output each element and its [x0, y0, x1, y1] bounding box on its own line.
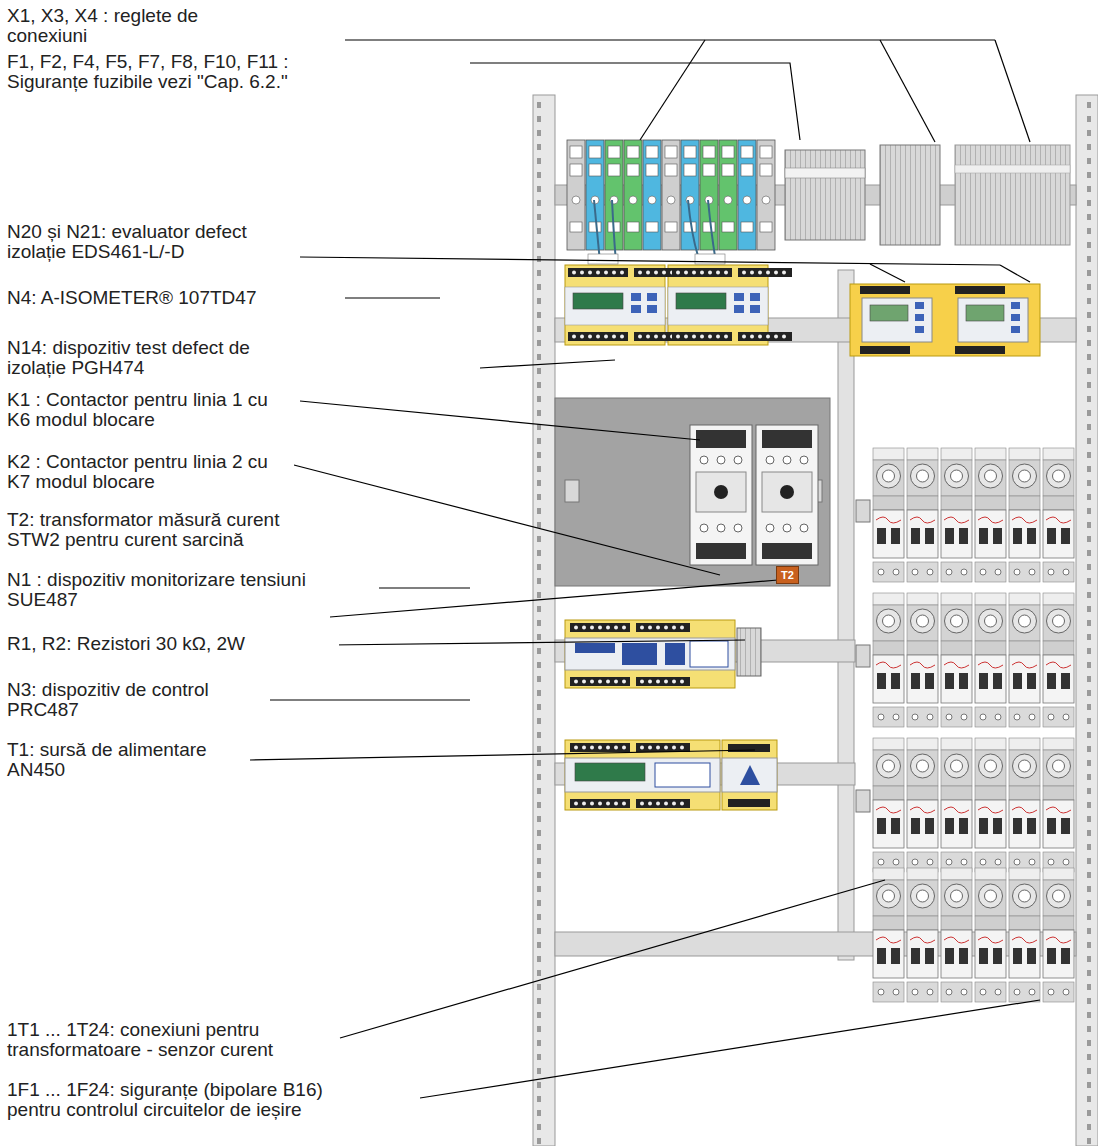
callout-label: N4: A-ISOMETER® 107TD47 — [5, 288, 339, 308]
callout-label: X1, X3, X4 : reglete de conexiuni — [5, 6, 204, 46]
callout-label: T2: transformator măsură curent STW2 pen… — [5, 510, 329, 550]
callout-label: R1, R2: Rezistori 30 kΩ, 2W — [5, 634, 339, 654]
callout-label: N3: dispozitiv de control PRC487 — [5, 680, 254, 720]
callout-label: K1 : Contactor pentru linia 1 cu K6 modu… — [5, 390, 294, 430]
callout-label: K2 : Contactor pentru linia 2 cu K7 modu… — [5, 452, 294, 492]
callout-label: F1, F2, F4, F5, F7, F8, F10, F11 : Sigur… — [5, 52, 364, 92]
callout-label: 1T1 ... 1T24: conexiuni pentru transform… — [5, 1020, 319, 1060]
callout-label: N14: dispozitiv test defect de izolație … — [5, 338, 309, 378]
callout-label: 1F1 ... 1F24: siguranțe (bipolare B16) p… — [5, 1080, 379, 1120]
callout-label: N20 și N21: evaluator defect izolație ED… — [5, 222, 299, 262]
callout-label: N1 : dispozitiv monitorizare tensiuni SU… — [5, 570, 379, 610]
leader-lines — [250, 40, 1040, 1098]
device-tag: T2 — [776, 566, 799, 584]
callout-label: T1: sursă de alimentare AN450 — [5, 740, 249, 780]
